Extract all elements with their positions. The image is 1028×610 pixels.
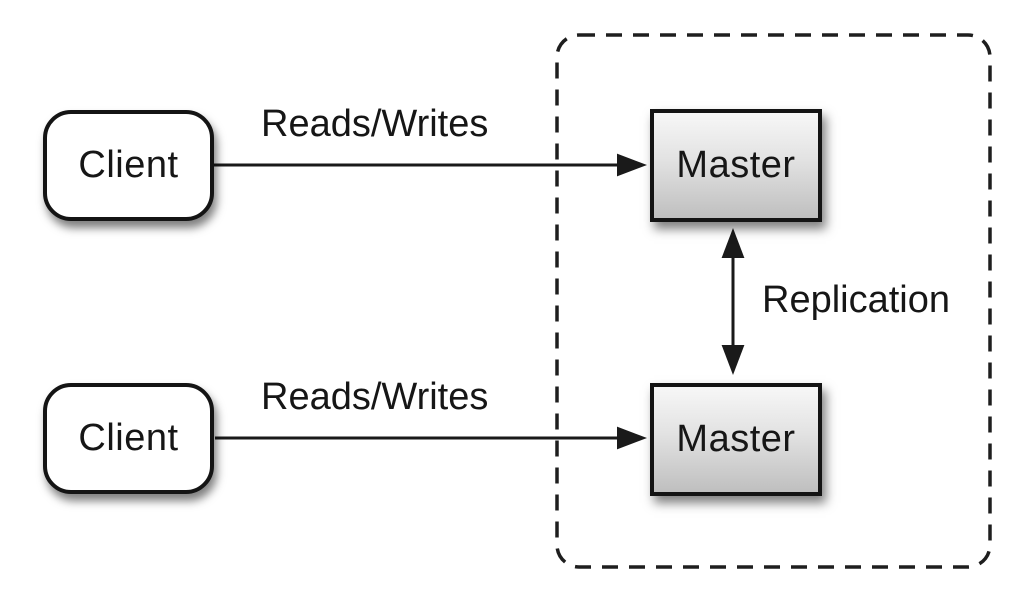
master-node-bottom-label: Master [676,418,796,460]
client-node-top: Client [43,110,214,221]
master-node-top: Master [650,109,822,222]
reads-writes-label-top: Reads/Writes [261,103,489,145]
replication-label: Replication [762,279,950,321]
client-node-bottom: Client [43,383,214,494]
master-node-top-label: Master [676,144,796,186]
client-node-top-label: Client [78,144,179,186]
reads-writes-label-bottom: Reads/Writes [261,376,489,418]
replication-zone-dashed-border [555,33,992,569]
client-node-bottom-label: Client [78,417,179,459]
master-node-bottom: Master [650,383,822,496]
